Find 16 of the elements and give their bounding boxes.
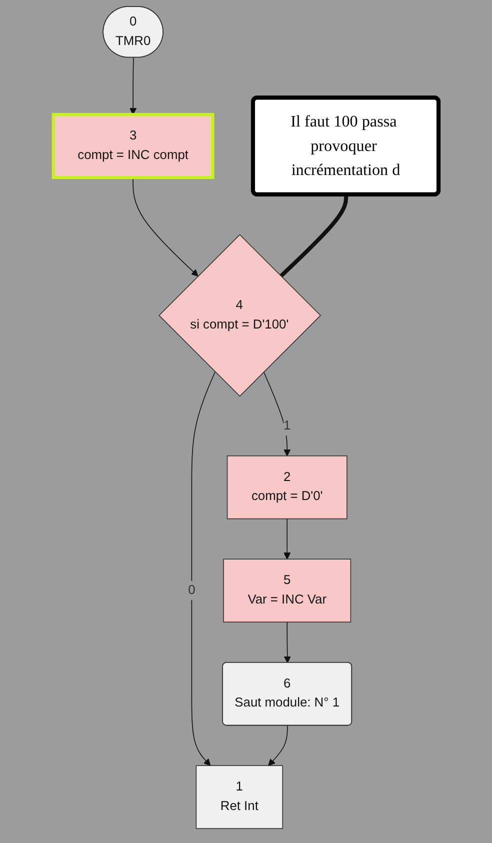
arrow [263, 371, 291, 456]
node-box [196, 765, 284, 829]
arrow [132, 177, 198, 276]
arrow [284, 518, 291, 560]
arrow [268, 725, 288, 766]
node-box [223, 558, 352, 622]
edge-label: 0 [188, 583, 196, 598]
arrow [130, 57, 137, 115]
node-box [52, 112, 214, 180]
node-box [226, 455, 348, 520]
arrow [284, 622, 291, 664]
arrow [191, 371, 216, 766]
edge-label: 1 [284, 418, 291, 432]
node-diamond [158, 234, 322, 397]
connector [279, 194, 348, 278]
flowchart: 0 1 0 TMR0 3 compt = INC compt Il faut 100 passa provoquer incrémentation d 4 si compt = D'100' 1 Ret Int 2 compt = D'0' 5 Var = INC Var 6 Saut module: N° 1 [47, 0, 445, 835]
